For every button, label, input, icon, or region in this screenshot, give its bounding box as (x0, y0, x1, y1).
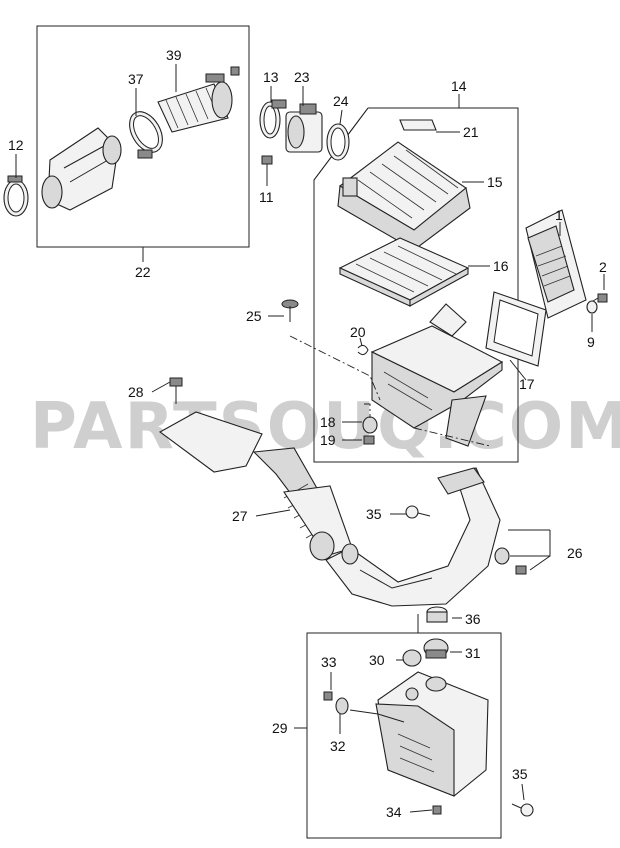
clamp-12[interactable] (3, 175, 29, 217)
group-box-29 (306, 632, 502, 839)
callout-13: 13 (263, 69, 279, 85)
callout-21: 21 (463, 124, 479, 140)
callout-16: 16 (493, 258, 509, 274)
grommet-30[interactable] (402, 649, 422, 667)
washer-9[interactable] (586, 300, 598, 314)
callout-30: 30 (369, 652, 385, 668)
clip-20[interactable] (357, 344, 369, 356)
clip-34[interactable] (432, 805, 442, 815)
callout-37: 37 (128, 71, 144, 87)
callout-34: 34 (386, 804, 402, 820)
callout-33: 33 (321, 654, 337, 670)
engine-control-unit-1[interactable] (525, 209, 587, 319)
callout-25: 25 (246, 308, 262, 324)
callout-18: 18 (320, 414, 336, 430)
intake-duct-lower[interactable] (325, 467, 501, 607)
callout-32: 32 (330, 738, 346, 754)
screw-35-lower[interactable] (511, 803, 534, 817)
air-flow-sensor-23[interactable] (285, 103, 323, 153)
bolt-11[interactable] (261, 155, 273, 176)
watermark: PARTSOUQ.COM (30, 390, 620, 464)
plug-33[interactable] (323, 691, 333, 701)
callout-26: 26 (567, 545, 583, 561)
collar-19[interactable] (363, 435, 375, 445)
label-sticker-21[interactable] (399, 119, 437, 131)
callout-11: 11 (259, 189, 274, 205)
grommet-18[interactable] (362, 416, 378, 434)
cap-36[interactable] (426, 606, 448, 623)
grommet-26[interactable] (494, 547, 527, 575)
resonator-tank[interactable] (349, 671, 489, 797)
cap-31[interactable] (423, 638, 449, 659)
screw-35-upper[interactable] (405, 505, 431, 519)
bellows-hose-39[interactable] (157, 73, 233, 133)
clamp-13[interactable] (259, 99, 287, 139)
callout-19: 19 (320, 432, 336, 448)
callout-labels: 1 2 9 11 12 13 14 15 16 17 18 19 20 21 2… (8, 47, 607, 820)
air-duct-elbow[interactable] (41, 127, 122, 211)
callout-23: 23 (294, 69, 310, 85)
callout-15: 15 (487, 174, 503, 190)
callout-35-lower: 35 (512, 766, 528, 782)
callout-27: 27 (232, 508, 248, 524)
clamp-37[interactable] (123, 106, 169, 159)
callout-17: 17 (519, 376, 535, 392)
callout-22: 22 (135, 264, 151, 280)
air-cleaner-cover-15[interactable] (337, 141, 471, 251)
callout-36: 36 (465, 611, 481, 627)
callout-20: 20 (350, 324, 366, 340)
callout-12: 12 (8, 137, 24, 153)
resonator-duct-27[interactable] (158, 411, 353, 561)
gasket-ring-24[interactable] (326, 123, 350, 161)
leader-lines (15, 64, 605, 813)
callout-29: 29 (272, 720, 288, 736)
air-filter-element-16[interactable] (338, 237, 470, 307)
callout-35-upper: 35 (366, 506, 382, 522)
callout-9: 9 (587, 334, 595, 350)
grommet-32[interactable] (335, 697, 349, 715)
callout-39: 39 (166, 47, 182, 63)
callout-28: 28 (128, 384, 144, 400)
callout-1: 1 (555, 207, 563, 223)
callout-24: 24 (333, 93, 349, 109)
bolt-25[interactable] (281, 299, 299, 322)
callout-31: 31 (465, 645, 481, 661)
air-cleaner-body[interactable] (370, 303, 504, 447)
callout-2: 2 (599, 259, 607, 275)
gasket-plate-17[interactable] (485, 291, 547, 367)
callout-14: 14 (451, 78, 467, 94)
bolt-small-39[interactable] (230, 66, 240, 76)
